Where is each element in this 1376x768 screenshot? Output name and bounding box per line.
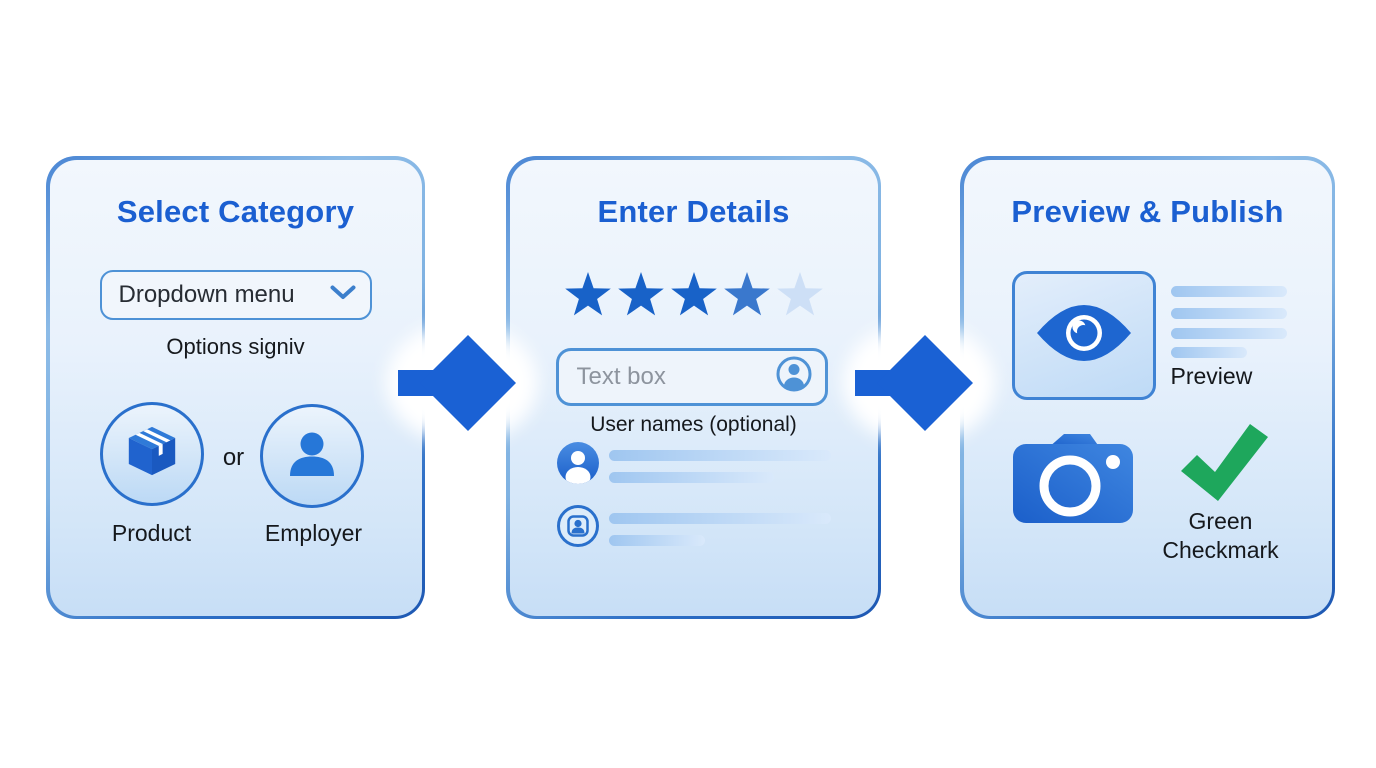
choice-product-button[interactable] <box>99 401 204 506</box>
skeleton-line <box>608 449 831 461</box>
step-card-select-category: Select Category Dropdown menu Options si… <box>46 156 425 619</box>
user-circle-icon <box>775 355 813 398</box>
skeleton-line <box>608 512 831 524</box>
text-input[interactable]: Text box <box>555 347 828 406</box>
skeleton-line <box>1170 285 1287 297</box>
dropdown-caption: Options signiv <box>166 333 305 359</box>
box-icon <box>123 422 181 485</box>
step-card-enter-details: Enter Details Text box <box>506 156 881 619</box>
text-input-placeholder: Text box <box>576 362 666 390</box>
choice-employer-button[interactable] <box>259 403 364 508</box>
star-icon <box>564 271 611 315</box>
preview-label: Preview <box>1170 362 1253 389</box>
step-card-preview-publish: Preview & Publish Preview <box>960 156 1335 619</box>
star-icon <box>723 271 770 315</box>
eye-icon <box>1035 304 1133 367</box>
step-title: Select Category <box>116 193 355 229</box>
step-card-body: Preview & Publish Preview <box>963 159 1332 616</box>
skeleton-line <box>608 534 705 546</box>
step-title: Enter Details <box>597 193 790 229</box>
skeleton-line <box>1170 327 1287 339</box>
preview-button[interactable] <box>1011 270 1156 400</box>
category-dropdown[interactable]: Dropdown menu <box>99 269 372 320</box>
checkmark-icon <box>1180 423 1269 507</box>
dropdown-value: Dropdown menu <box>118 280 295 308</box>
step-card-body: Select Category Dropdown menu Options si… <box>49 159 422 616</box>
chevron-down-icon <box>330 285 356 305</box>
or-separator: or <box>222 443 245 471</box>
choice-product-label: Product <box>111 519 192 546</box>
checkmark-label: Green Checkmark <box>1162 507 1279 563</box>
step-title: Preview & Publish <box>1011 193 1284 229</box>
arrow-right-icon <box>398 333 524 438</box>
person-icon <box>283 424 341 487</box>
skeleton-line <box>1170 346 1247 358</box>
user-avatar-icon <box>556 441 600 490</box>
star-icon <box>670 271 717 315</box>
skeleton-line <box>608 471 774 483</box>
star-rating[interactable] <box>510 270 878 318</box>
user-badge-icon <box>556 504 600 553</box>
textbox-caption: User names (optional) <box>590 412 797 436</box>
star-icon <box>776 271 823 315</box>
arrow-right-icon <box>855 333 981 438</box>
star-icon <box>617 271 664 315</box>
choice-employer-label: Employer <box>264 519 363 546</box>
step-card-body: Enter Details Text box <box>509 159 878 616</box>
camera-icon <box>1012 432 1134 529</box>
skeleton-line <box>1170 307 1287 319</box>
